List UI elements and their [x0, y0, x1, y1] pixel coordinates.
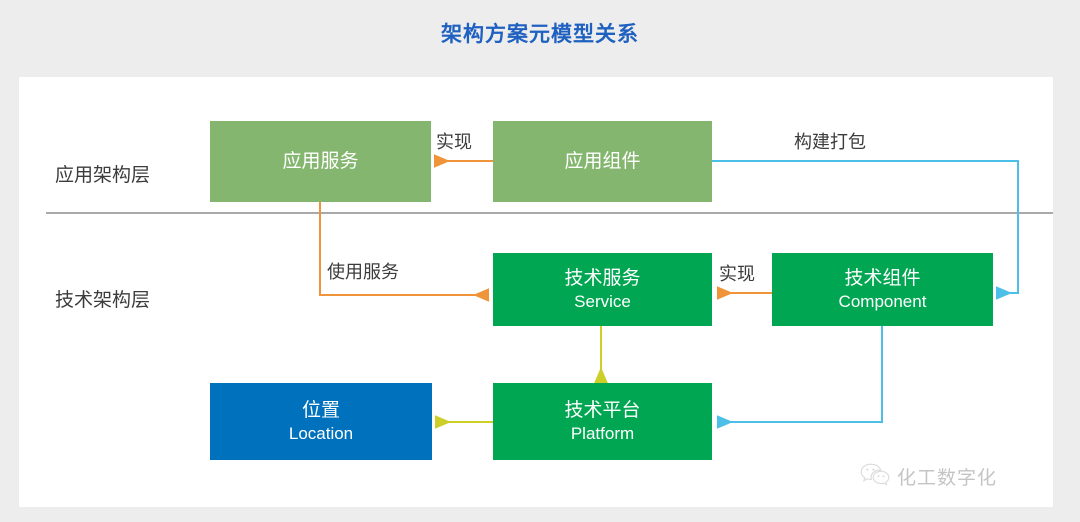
- node-location-en: Location: [288, 423, 354, 443]
- node-location[interactable]: 位置 Location: [210, 383, 432, 460]
- wechat-icon: [860, 462, 890, 491]
- node-technology-service[interactable]: 技术服务 Service: [493, 253, 712, 326]
- connector-use-service: [319, 202, 489, 302]
- node-technology-service-zh: 技术服务: [564, 267, 641, 289]
- connector-layer: [319, 154, 1019, 429]
- node-application-component-zh: 应用组件: [564, 150, 641, 172]
- node-technology-platform[interactable]: 技术平台 Platform: [493, 383, 712, 460]
- page-title: 架构方案元模型关系: [441, 23, 639, 46]
- node-application-service-zh: 应用服务: [282, 150, 359, 172]
- edge-label-use-service: 使用服务: [327, 262, 399, 282]
- node-application-component[interactable]: 应用组件: [493, 121, 712, 202]
- layer-label-technology: 技术架构层: [55, 290, 151, 311]
- watermark-text: 化工数字化: [897, 468, 998, 489]
- node-technology-platform-zh: 技术平台: [564, 399, 641, 421]
- connector-component-to-platform: [717, 326, 883, 429]
- node-location-zh: 位置: [301, 399, 340, 421]
- connector-build-package: [712, 160, 1019, 300]
- node-technology-component-zh: 技术组件: [844, 267, 921, 289]
- layer-divider: [46, 212, 1053, 214]
- node-technology-platform-en: Platform: [570, 423, 635, 443]
- edge-label-realize-app: 实现: [436, 132, 472, 152]
- watermark: 化工数字化: [860, 462, 997, 491]
- edge-label-build-package: 构建打包: [794, 132, 866, 152]
- node-technology-service-en: Service: [574, 291, 631, 311]
- diagram-canvas: 应用架构层 技术架构层 应用服务 应用组件 技术服务 Service 技术组件 …: [19, 77, 1053, 507]
- node-technology-component-en: Component: [838, 291, 927, 311]
- edge-label-realize-tech: 实现: [719, 264, 755, 284]
- node-application-service[interactable]: 应用服务: [210, 121, 431, 202]
- layer-label-application: 应用架构层: [55, 165, 151, 186]
- node-technology-component[interactable]: 技术组件 Component: [772, 253, 993, 326]
